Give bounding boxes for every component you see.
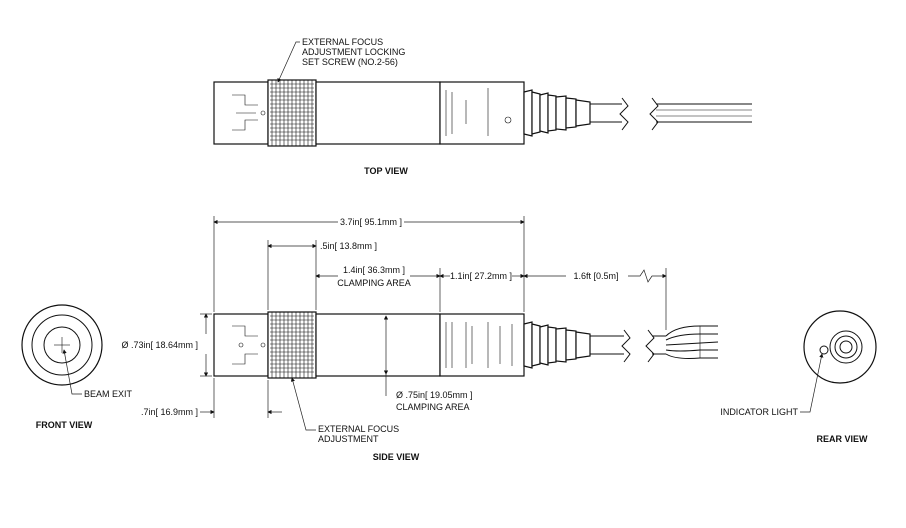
top-main-body (315, 81, 441, 145)
side-strain-relief (523, 321, 591, 369)
rear-view: INDICATOR LIGHT REAR VIEW (720, 310, 877, 444)
clamp-diameter-dimension: Ø .75in[ 19.05mm ] (396, 390, 473, 400)
front-length-dimension: .7in[ 16.9mm ] (141, 407, 198, 417)
cable-length-dimension: 1.6ft [0.5m] (573, 271, 618, 281)
top-knurl-lines (270, 80, 314, 146)
indicator-light-callout: INDICATOR LIGHT (720, 407, 798, 417)
front-view: BEAM EXIT FRONT VIEW (21, 304, 133, 430)
clamp-diameter-label: CLAMPING AREA (396, 402, 470, 412)
body-diameter-dimension: Ø .73in[ 18.64mm ] (121, 340, 198, 350)
top-view-title: TOP VIEW (364, 166, 408, 176)
top-view: EXTERNAL FOCUS ADJUSTMENT LOCKING SET SC… (213, 37, 752, 176)
rear-section-dimension: 1.1in[ 27.2mm ] (450, 271, 512, 281)
top-label-section (439, 81, 525, 145)
set-screw-callout-line1: EXTERNAL FOCUS (302, 37, 383, 47)
clamping-length-dimension: 1.4in[ 36.3mm ] (343, 265, 405, 275)
set-screw-callout-line3: SET SCREW (NO.2-56) (302, 57, 398, 67)
front-view-title: FRONT VIEW (36, 420, 93, 430)
side-label-section (439, 313, 525, 377)
side-view: 3.7in[ 95.1mm ] .5in[ 13.8mm ] 1.4in[ 36… (121, 216, 719, 462)
indicator-light (819, 345, 829, 355)
top-strain-relief (523, 89, 591, 137)
side-main-body (315, 313, 441, 377)
side-front-cap (213, 313, 269, 377)
beam-exit-callout: BEAM EXIT (84, 389, 133, 399)
top-cable (590, 97, 752, 131)
focus-adjust-callout-line2: ADJUSTMENT (318, 434, 379, 444)
side-cable (590, 325, 719, 363)
clamping-length-label: CLAMPING AREA (337, 278, 411, 288)
side-knurl-lines (270, 312, 314, 378)
rear-view-title: REAR VIEW (816, 434, 868, 444)
set-screw-callout-line2: ADJUSTMENT LOCKING (302, 47, 405, 57)
focus-offset-dimension: .5in[ 13.8mm ] (320, 241, 377, 251)
focus-adjust-callout-line1: EXTERNAL FOCUS (318, 424, 399, 434)
side-view-title: SIDE VIEW (373, 452, 420, 462)
overall-length-dimension: 3.7in[ 95.1mm ] (340, 217, 402, 227)
